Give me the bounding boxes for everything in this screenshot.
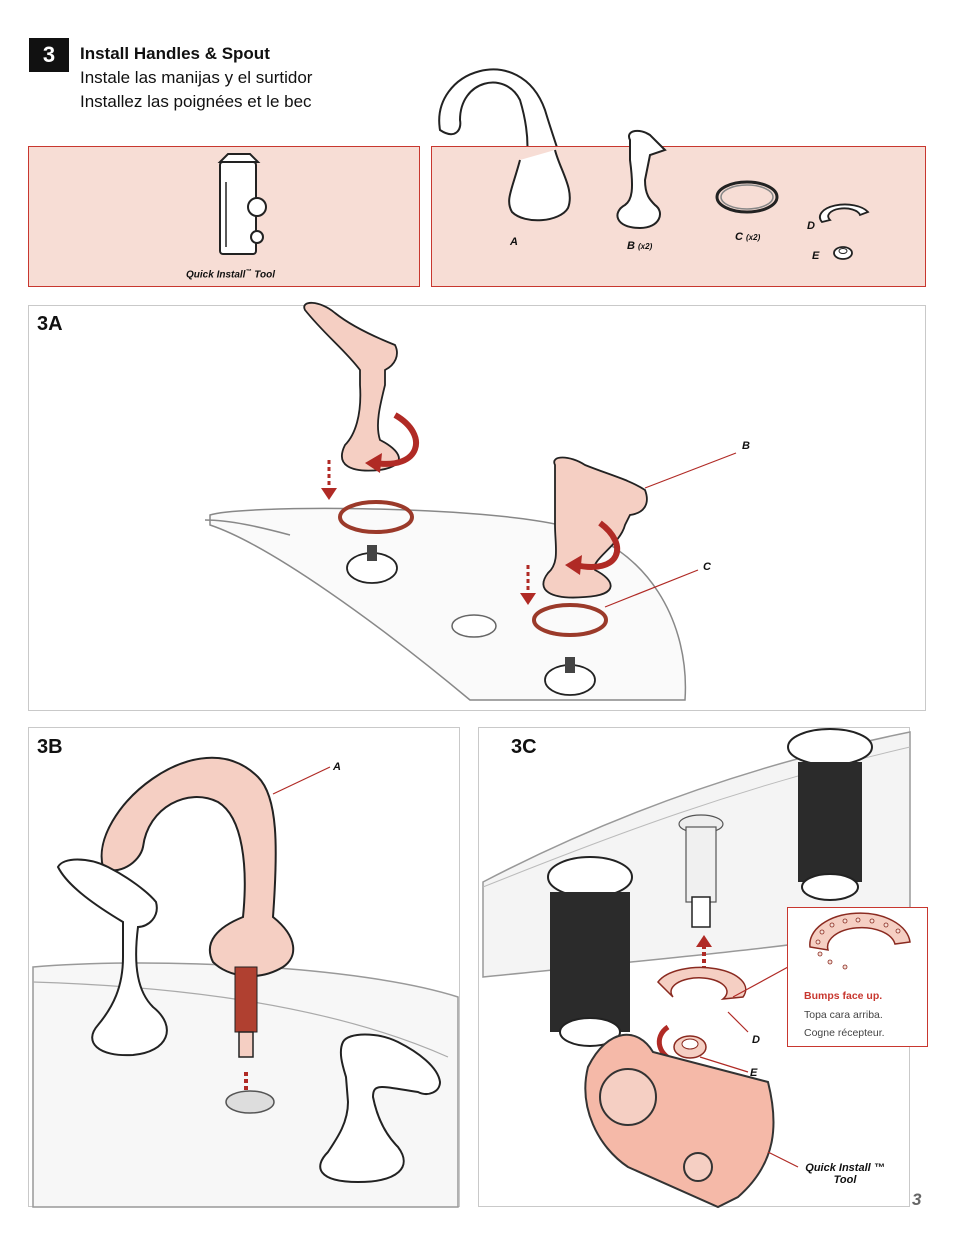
panel-3c-tool-label-line1: Quick Install ™ <box>805 1162 885 1174</box>
panel-3c-tool-label-line2: Tool <box>833 1174 857 1186</box>
tool-label-tm: ™ <box>245 269 252 275</box>
parts-illustrations <box>508 129 870 260</box>
bumps-note-french: Cogne récepteur. <box>804 1027 885 1039</box>
part-b-label: B (x2) <box>627 240 652 252</box>
panel-3c-label: 3C <box>511 736 537 758</box>
panel-3c-tool-label: Quick Install ™ Tool <box>804 1162 886 1186</box>
part-c-letter: C <box>735 231 743 243</box>
bumps-note-spanish: Topa cara arriba. <box>804 1009 883 1021</box>
part-b-qty: (x2) <box>638 242 653 251</box>
part-b-letter: B <box>627 240 635 252</box>
parts-panel <box>431 146 926 287</box>
part-c-label: C (x2) <box>735 231 760 243</box>
part-d-letter: D <box>807 220 815 232</box>
step-title: Install Handles & Spout Instale las mani… <box>80 42 312 114</box>
part-a-label: A <box>510 236 518 248</box>
bumps-note-title: Bumps face up. <box>804 990 883 1002</box>
panel-3a-label: 3A <box>37 313 63 335</box>
tool-label: Quick Install™ Tool <box>186 269 275 280</box>
part-d-label: D <box>807 220 815 232</box>
panel-3a-illustration <box>204 301 737 701</box>
tool-label-text: Quick Install <box>186 269 246 281</box>
step-number-badge: 3 <box>29 38 69 72</box>
title-english: Install Handles & Spout <box>80 44 270 63</box>
part-c-qty: (x2) <box>746 233 761 242</box>
tool-label-suffix: Tool <box>251 269 275 281</box>
panel-3a-callout-c: C <box>703 561 711 573</box>
part-e-letter: E <box>812 250 820 262</box>
quick-install-tool-icon <box>217 153 267 255</box>
panel-3c-callout-d: D <box>752 1034 760 1046</box>
panel-3a-callout-b: B <box>742 440 750 452</box>
washer-detail-icon <box>809 912 911 970</box>
panel-3b-callout-a: A <box>333 761 341 773</box>
title-spanish: Instale las manijas y el surtidor <box>80 68 313 87</box>
panel-3c-callout-e: E <box>750 1067 758 1079</box>
part-e-label: E <box>812 250 819 262</box>
panel-3b-label: 3B <box>37 736 63 758</box>
panel-3b-illustration <box>32 756 459 1208</box>
part-a-letter: A <box>510 236 518 248</box>
page-number: 3 <box>912 1190 922 1209</box>
title-french: Installez las poignées et le bec <box>80 92 312 111</box>
